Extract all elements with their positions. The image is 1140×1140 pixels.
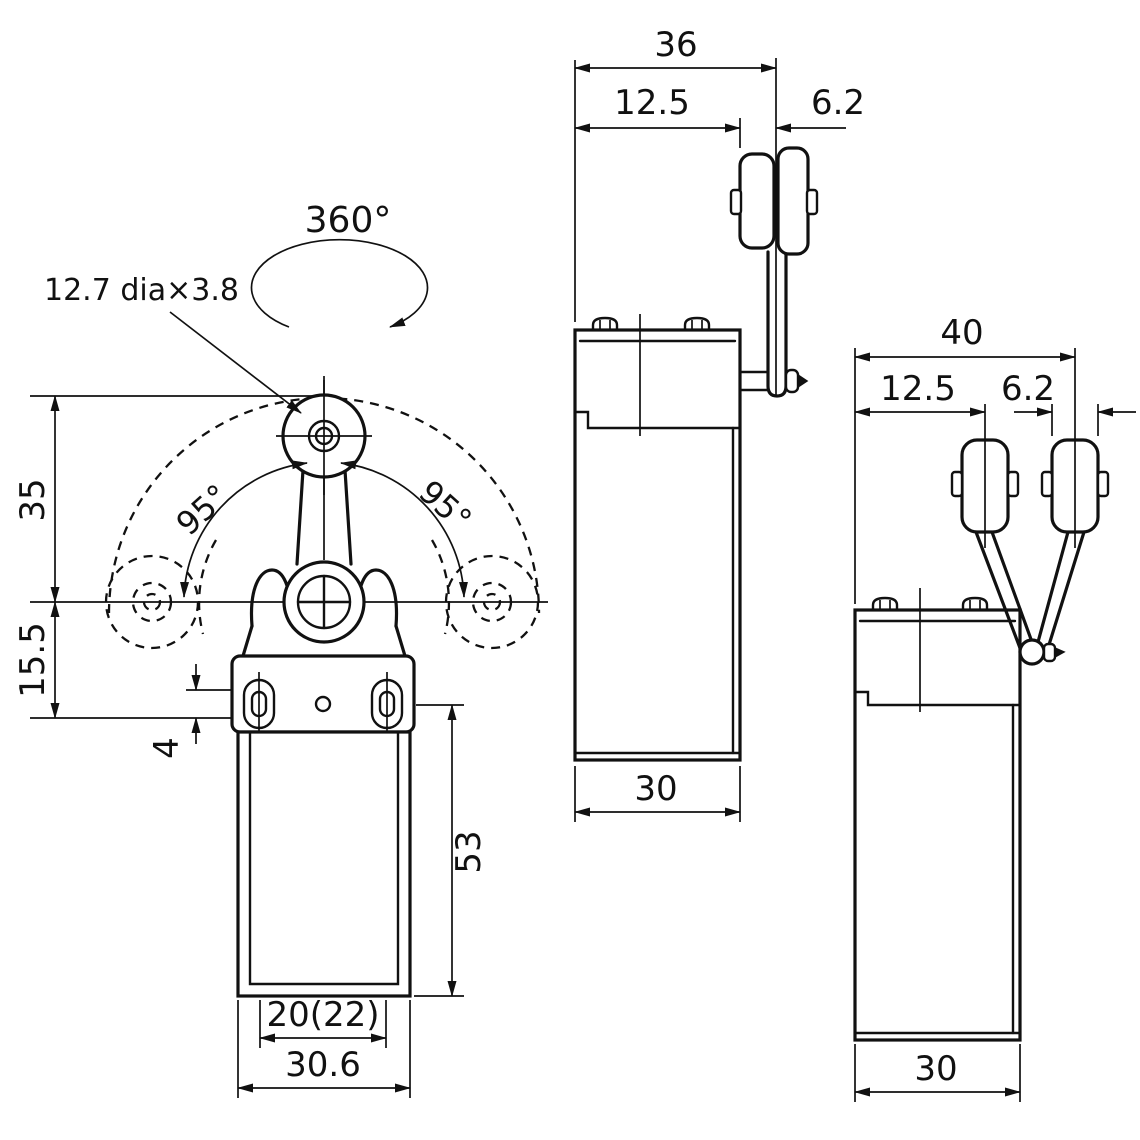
swing-inner-arc-right: [431, 539, 451, 635]
side-view-fork-lever: 40 12.5 6.2 30: [853, 313, 1136, 1102]
side2-body: [853, 608, 1022, 1042]
side2-dim-6-2-label: 6.2: [1001, 369, 1055, 409]
side1-pivot-screw-head: [784, 368, 800, 394]
rotation-label: 360°: [305, 200, 392, 241]
side1-axle-tab-right: [805, 188, 819, 216]
dim-4-label: 4: [147, 737, 187, 759]
side-view-roller-lever: 36 12.5 6.2 30: [573, 25, 865, 822]
dim-20-22-label: 20(22): [266, 995, 379, 1035]
side1-dim-6-2-label: 6.2: [811, 83, 865, 123]
side1-head-step: [573, 410, 742, 430]
side1-roller: [738, 152, 776, 250]
front-labels: 360° 12.7 dia×3.8 95° 95° 35 15.5 4 53 2…: [13, 200, 489, 1085]
dim-35-label: 35: [13, 478, 53, 521]
side1-labels: 36 12.5 6.2 30: [614, 25, 865, 809]
roller-spec-leader: [169, 311, 302, 414]
side1-head-screw-right: [683, 316, 711, 332]
swing-inner-arc-left: [197, 539, 217, 635]
side1-head-screw-left: [591, 316, 619, 332]
dim-15-5-label: 15.5: [13, 622, 53, 698]
bracket-side-left: [241, 624, 254, 658]
side2-dim-12-5-label: 12.5: [880, 369, 956, 409]
front-dimensions: [50, 238, 468, 1093]
side1-body: [573, 328, 742, 762]
side2-head-screw-left-knurl: [879, 600, 891, 610]
side1-pivot-screw-tip: [797, 373, 809, 389]
side2-dimensions: [854, 348, 1136, 1102]
side1-head-screw-right-knurl: [691, 320, 703, 330]
swing-right-label: 95°: [412, 473, 480, 539]
fork-arm-right-outer: [1046, 530, 1086, 650]
switch-body-inner: [248, 730, 400, 986]
fork-arm-right-inner: [1036, 530, 1070, 644]
front-geometry: [230, 380, 416, 998]
side2-tab-lr: [1006, 470, 1020, 498]
swing-arc-95-left: [180, 460, 308, 598]
swing-arc-95-right: [340, 460, 468, 598]
side2-dim-40-label: 40: [940, 313, 983, 353]
side2-geometry: [853, 348, 1110, 1042]
side1-dim-12-5-label: 12.5: [614, 83, 690, 123]
side1-axle-tab-left: [729, 188, 743, 216]
side1-lever-arm: [766, 250, 788, 398]
side1-roller-hub: [776, 146, 810, 256]
side2-head-step: [853, 690, 1022, 707]
side2-head-screw-left: [871, 596, 899, 612]
dim-30-6-label: 30.6: [285, 1045, 361, 1085]
side2-tab-ll: [950, 470, 964, 498]
side2-head-screw-right: [961, 596, 989, 612]
side2-labels: 40 12.5 6.2 30: [880, 313, 1055, 1089]
side1-dimensions: [574, 60, 846, 822]
head-center-hole: [314, 695, 332, 713]
roller-spec-label: 12.7 dia×3.8: [44, 273, 239, 308]
side2-pivot-screw-tip: [1054, 646, 1066, 659]
rotation-arrow: [250, 238, 429, 328]
side2-dim-30-label: 30: [914, 1049, 957, 1089]
side1-head-screw-left-knurl: [599, 320, 611, 330]
fork-arm-left-inner: [990, 530, 1034, 644]
side2-tab-rr: [1096, 470, 1110, 498]
side2-pivot-hub: [1018, 638, 1046, 666]
side1-dim-36-label: 36: [654, 25, 697, 65]
swing-left-label: 95°: [169, 477, 237, 543]
bracket-side-right: [394, 624, 407, 658]
front-view: 360° 12.7 dia×3.8 95° 95° 35 15.5 4 53 2…: [13, 200, 548, 1098]
side1-dim-30-label: 30: [634, 769, 677, 809]
lever-arm-right-edge: [343, 468, 353, 566]
side2-pivot-screw-head: [1042, 642, 1057, 663]
dim-53-label: 53: [449, 830, 489, 873]
fork-arm-left-outer: [974, 530, 1022, 650]
side2-tab-rl: [1040, 470, 1054, 498]
side2-head-screw-right-knurl: [969, 600, 981, 610]
lever-arm-left-edge: [295, 468, 305, 566]
switch-body: [236, 730, 412, 998]
side1-geometry: [573, 58, 819, 762]
